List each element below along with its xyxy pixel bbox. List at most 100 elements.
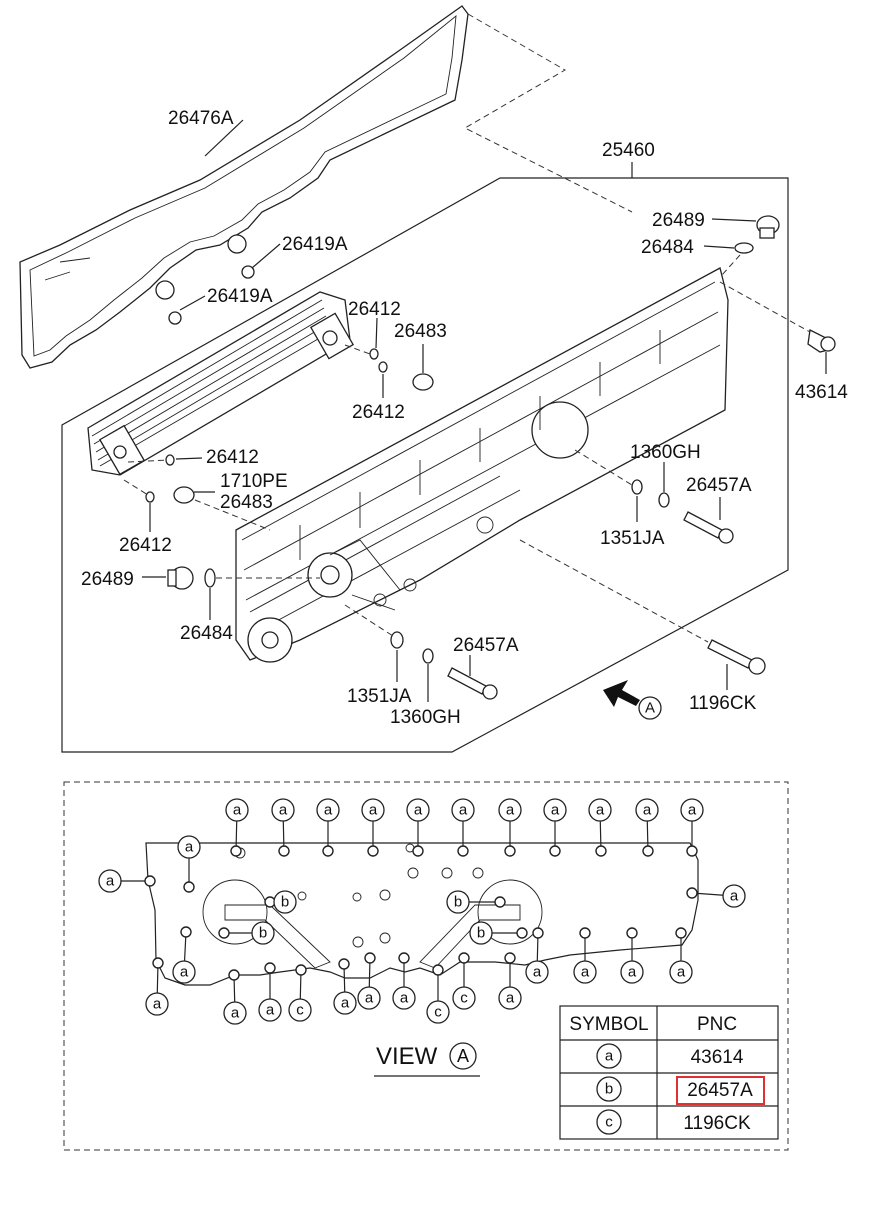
label-26483-2: 26483 bbox=[220, 492, 273, 513]
symbol-label-a-0: a bbox=[233, 802, 242, 819]
bolt-hole-24 bbox=[364, 952, 376, 964]
o-ring-26412-upper[interactable] bbox=[369, 348, 388, 373]
symbol-circle-a-9 bbox=[635, 798, 659, 822]
symbol-label-a-28: a bbox=[506, 990, 515, 1007]
oil-cooler-element[interactable] bbox=[87, 291, 355, 476]
symbol-label-b-16: b bbox=[454, 894, 462, 911]
table-row-3-pnc[interactable]: 1196CK bbox=[683, 1113, 751, 1134]
bolt-hole-8 bbox=[595, 845, 607, 857]
bolt-43614[interactable] bbox=[807, 329, 836, 353]
symbol-label-c-27: c bbox=[460, 990, 468, 1007]
o-ring-26412-lower[interactable] bbox=[145, 454, 175, 503]
symbol-circle-a-28 bbox=[498, 986, 522, 1010]
symbol-label-a-21: a bbox=[266, 1002, 275, 1019]
bolt-hole-29 bbox=[532, 927, 544, 939]
bolt-26457a-right[interactable] bbox=[683, 511, 734, 544]
label-25460: 25460 bbox=[602, 140, 655, 161]
symbol-circle-a-13 bbox=[722, 884, 746, 908]
washer-1360gh-lower[interactable] bbox=[422, 648, 434, 664]
bolt-hole-0 bbox=[230, 845, 242, 857]
symbol-circle-a-12 bbox=[98, 869, 122, 893]
symbol-circle-a-4 bbox=[406, 798, 430, 822]
label-26412-4: 26412 bbox=[119, 535, 172, 556]
symbol-circle-a-32 bbox=[669, 960, 693, 984]
bolt-hole-31 bbox=[626, 927, 638, 939]
table-row-1-pnc[interactable]: 43614 bbox=[691, 1047, 744, 1068]
table-row-3-symbol: c bbox=[605, 1114, 613, 1131]
symbol-label-a-20: a bbox=[231, 1005, 240, 1022]
symbol-circle-a-24 bbox=[357, 986, 381, 1010]
o-ring-26484-top[interactable] bbox=[734, 242, 754, 254]
bolt-hole-21 bbox=[264, 962, 276, 974]
bolt-1196ck[interactable] bbox=[707, 639, 766, 675]
label-26412-3: 26412 bbox=[206, 447, 259, 468]
symbol-circle-b-15 bbox=[251, 921, 275, 945]
symbol-circle-a-30 bbox=[573, 960, 597, 984]
symbol-circle-a-18 bbox=[145, 992, 169, 1016]
highlight-box bbox=[676, 1076, 765, 1105]
symbol-circle-a-6 bbox=[498, 798, 522, 822]
symbol-circle-b-14 bbox=[273, 890, 297, 914]
symbol-label-a-3: a bbox=[369, 802, 378, 819]
bolt-hole-32 bbox=[675, 927, 687, 939]
symbol-label-a-31: a bbox=[628, 964, 637, 981]
symbol-circle-a-3 bbox=[361, 798, 385, 822]
drain-plug-26489-left[interactable] bbox=[167, 566, 194, 590]
bolt-hole-7 bbox=[549, 845, 561, 857]
table-header-pnc: PNC bbox=[697, 1014, 737, 1035]
symbol-circle-a-20 bbox=[223, 1001, 247, 1025]
label-26489-top: 26489 bbox=[652, 210, 705, 231]
table-row-2-pnc[interactable]: 26457A bbox=[687, 1080, 753, 1101]
bolt-hole-25 bbox=[398, 952, 410, 964]
symbol-label-a-12: a bbox=[106, 873, 115, 890]
label-26412-1: 26412 bbox=[348, 299, 401, 320]
view-a-title-ref: A bbox=[457, 1046, 469, 1066]
symbol-label-a-5: a bbox=[459, 802, 468, 819]
o-ring-26484-left[interactable] bbox=[204, 568, 216, 588]
symbol-circle-a-0 bbox=[225, 798, 249, 822]
symbol-label-b-14: b bbox=[281, 894, 289, 911]
symbol-circle-a-11 bbox=[177, 835, 201, 859]
gasket-26483-upper[interactable] bbox=[412, 373, 434, 391]
symbol-label-a-23: a bbox=[341, 995, 350, 1012]
symbol-label-a-30: a bbox=[581, 964, 590, 981]
gasket-26476a[interactable] bbox=[19, 5, 469, 369]
symbol-circle-a-23 bbox=[333, 991, 357, 1015]
symbol-label-a-6: a bbox=[506, 802, 515, 819]
washer-1351ja-right[interactable] bbox=[631, 479, 643, 495]
symbol-label-a-32: a bbox=[677, 964, 686, 981]
symbol-label-a-13: a bbox=[730, 888, 739, 905]
symbol-circle-a-31 bbox=[620, 960, 644, 984]
symbol-label-a-7: a bbox=[551, 802, 560, 819]
symbol-pnc-table: SYMBOL PNC a 43614 b 26457A c 1196CK bbox=[559, 1005, 779, 1140]
symbol-circle-a-21 bbox=[258, 998, 282, 1022]
gasket-26483-lower[interactable] bbox=[173, 486, 195, 504]
table-row-1-symbol: a bbox=[605, 1048, 614, 1065]
symbol-label-a-25: a bbox=[400, 990, 409, 1007]
bolt-26457a-lower[interactable] bbox=[447, 667, 498, 700]
symbol-circle-a-8 bbox=[588, 798, 612, 822]
table-row-2-symbol: b bbox=[605, 1081, 613, 1098]
label-26484-left: 26484 bbox=[180, 623, 233, 644]
symbol-label-a-2: a bbox=[324, 802, 333, 819]
washer-1360gh-right[interactable] bbox=[658, 492, 670, 508]
symbol-label-b-17: b bbox=[477, 925, 485, 942]
bolt-hole-4 bbox=[412, 845, 424, 857]
drain-plug-26489-top[interactable] bbox=[756, 215, 780, 239]
bolt-hole-12 bbox=[144, 875, 156, 887]
symbol-circle-a-25 bbox=[392, 986, 416, 1010]
view-a-ref-circle-label: A bbox=[645, 700, 655, 717]
washer-1351ja-lower[interactable] bbox=[390, 631, 404, 649]
symbol-circle-a-10 bbox=[680, 798, 704, 822]
oil-cooler-housing[interactable] bbox=[235, 267, 729, 663]
symbol-label-a-18: a bbox=[153, 996, 162, 1013]
bolt-hole-26 bbox=[432, 964, 444, 976]
bolt-hole-20 bbox=[228, 969, 240, 981]
bolt-hole-19 bbox=[180, 926, 192, 938]
symbol-label-c-22: c bbox=[296, 1002, 304, 1019]
label-26489-left: 26489 bbox=[81, 569, 134, 590]
bolt-hole-6 bbox=[504, 845, 516, 857]
bolt-hole-10 bbox=[686, 845, 698, 857]
